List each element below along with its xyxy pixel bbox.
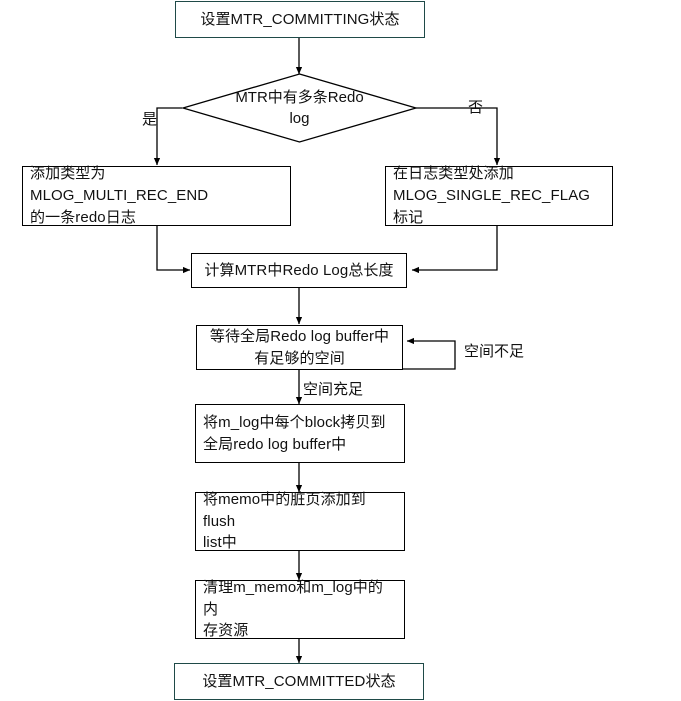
edge-multi-to-calc [156,226,191,274]
node-cleanup-resources-label: 清理m_memo和m_log中的内 存资源 [203,578,383,640]
node-wait-for-space-label: 等待全局Redo log buffer中 有足够的空间 [209,327,390,367]
node-set-committing-label: 设置MTR_COMMITTING状态 [200,10,400,28]
node-add-multi-rec-end[interactable]: 添加类型为MLOG_MULTI_REC_END 的一条redo日志 [22,165,291,226]
node-wait-for-space[interactable]: 等待全局Redo log buffer中 有足够的空间 [196,325,403,370]
diamond-shape [182,73,417,143]
edge-label-yes: 是 [142,111,158,128]
edge-label-enough-space: 空间充足 [303,381,364,398]
node-has-multi-redo[interactable]: MTR中有多条Redo log [182,73,417,143]
node-copy-blocks[interactable]: 将m_log中每个block拷贝到 全局redo log buffer中 [195,404,405,463]
edge-label-not-enough-space: 空间不足 [464,343,525,360]
edge-yes-to-multi [153,107,182,166]
node-has-multi-redo-label: MTR中有多条Redo log [235,89,364,127]
edge-label-no: 否 [468,99,484,116]
node-set-committed-label: 设置MTR_COMMITTED状态 [202,672,396,690]
node-cleanup-resources[interactable]: 清理m_memo和m_log中的内 存资源 [195,578,405,640]
node-set-committed[interactable]: 设置MTR_COMMITTED状态 [174,663,424,700]
edge-wait-loop [403,337,456,370]
node-add-single-rec-flag-label: 在日志类型处添加 MLOG_SINGLE_REC_FLAG标记 [393,165,591,226]
node-copy-blocks-label: 将m_log中每个block拷贝到 全局redo log buffer中 [203,413,386,453]
edge-no-to-single [416,107,501,166]
edge-single-to-calc [411,226,498,274]
node-add-dirty-pages[interactable]: 将memo中的脏页添加到flush list中 [195,490,405,552]
node-add-multi-rec-end-label: 添加类型为MLOG_MULTI_REC_END 的一条redo日志 [30,165,209,226]
node-calc-total-length-label: 计算MTR中Redo Log总长度 [204,261,394,279]
node-calc-total-length[interactable]: 计算MTR中Redo Log总长度 [191,253,407,288]
node-add-single-rec-flag[interactable]: 在日志类型处添加 MLOG_SINGLE_REC_FLAG标记 [385,165,613,226]
node-set-committing[interactable]: 设置MTR_COMMITTING状态 [175,1,425,38]
node-add-dirty-pages-label: 将memo中的脏页添加到flush list中 [203,490,366,552]
